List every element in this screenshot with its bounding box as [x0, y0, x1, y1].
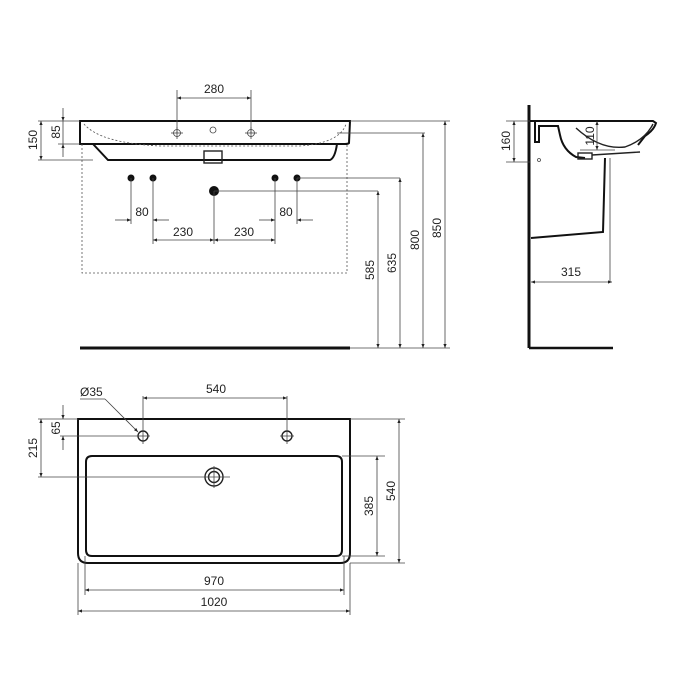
dim-total-depth: 540 — [384, 481, 398, 501]
basin-outline-plan — [77, 418, 351, 564]
dim-pedestal-projection: 315 — [561, 265, 581, 279]
dim-total-width: 1020 — [201, 595, 228, 609]
dim-tap-offset: 65 — [49, 421, 63, 435]
dim-waste-offset: 215 — [26, 438, 40, 458]
bowl-hidden-line — [83, 123, 347, 147]
dim-rim-height: 85 — [49, 125, 63, 139]
basin-rim — [79, 120, 352, 145]
dim-basin-height: 160 — [499, 131, 513, 151]
dim-rim-mount-height: 800 — [408, 230, 422, 250]
side-basin-top — [530, 120, 658, 146]
dim-waste-height: 585 — [363, 260, 377, 280]
dim-supply-offset-right: 80 — [279, 205, 293, 219]
side-view: 160 110 315 — [499, 105, 658, 350]
side-basin-back — [534, 121, 586, 159]
basin-underside — [92, 143, 338, 161]
dim-bowl-depth-plan: 385 — [362, 496, 376, 516]
vanity-outline — [81, 144, 348, 274]
front-view: 280 85 150 80 80 230 230 — [26, 82, 450, 350]
dim-supply-offset-left: 80 — [135, 205, 149, 219]
dim-tap-spacing-plan: 540 — [206, 382, 226, 396]
side-waste — [577, 152, 593, 160]
top-view: Ø35 540 65 215 385 540 970 1020 — [26, 382, 405, 615]
dim-tap-spacing: 280 — [204, 82, 224, 96]
dim-tap-hole-diameter: Ø35 — [80, 385, 103, 399]
dim-top-height: 850 — [430, 218, 444, 238]
dim-waste-to-supply-left: 230 — [173, 225, 193, 239]
dim-supply-height: 635 — [385, 253, 399, 273]
side-bowl-curve — [575, 123, 654, 149]
dim-total-height: 150 — [26, 130, 40, 150]
waste-outlet — [203, 150, 223, 164]
dim-bowl-depth: 110 — [583, 126, 597, 145]
bowl-outline-plan — [85, 455, 343, 557]
pedestal-front — [530, 157, 606, 239]
fixing-point — [537, 158, 541, 162]
dim-bowl-width: 970 — [204, 574, 224, 588]
dim-waste-to-supply-right: 230 — [234, 225, 254, 239]
overflow-hole — [209, 126, 217, 134]
waste-plan — [38, 466, 230, 488]
